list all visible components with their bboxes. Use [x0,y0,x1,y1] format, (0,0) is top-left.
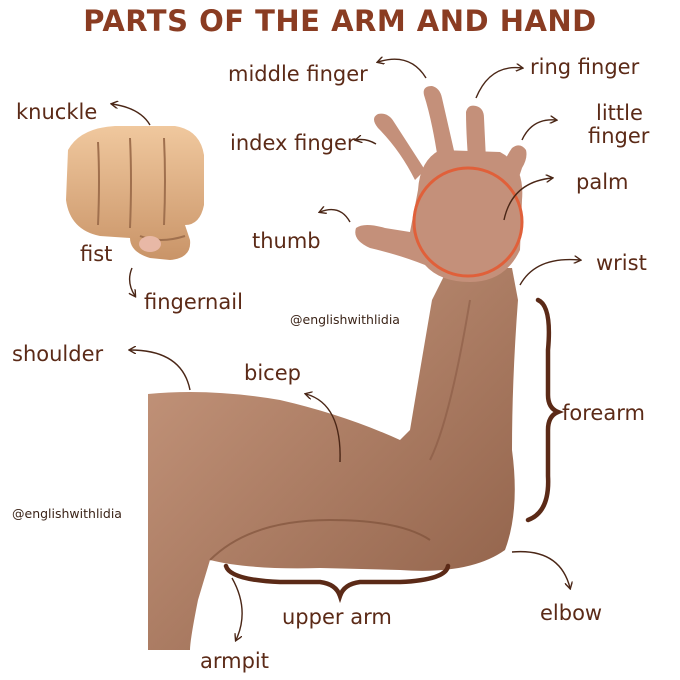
label-thumb: thumb [252,229,321,253]
hand-illustration [355,86,527,282]
label-wrist: wrist [596,251,647,275]
label-ring-finger: ring finger [530,55,640,79]
label-little-finger-line2: finger [588,124,650,148]
label-upper-arm: upper arm [282,605,392,629]
fingernail-arrow [130,267,135,296]
pointer-arrows [112,59,580,640]
middle-finger-arrow [378,59,427,79]
page-title: PARTS OF THE ARM AND HAND [83,4,597,38]
armpit-arrow [231,577,243,640]
label-shoulder: shoulder [12,342,104,366]
label-index-finger: index finger [230,131,356,155]
label-little-finger-line1: little [596,101,643,125]
palm-circle [412,166,524,278]
thumb-arrow [320,210,351,223]
label-middle-finger: middle finger [228,62,368,86]
fist-illustration [66,126,204,260]
forearm-brace [525,297,565,523]
label-fingernail: fingernail [144,290,243,314]
arm-illustration [148,268,518,650]
watermark-left: @englishwithlidia [12,506,122,521]
palm-arrow [503,178,552,221]
label-palm: palm [576,170,629,194]
wrist-arrow [519,260,580,286]
little-finger-arrow [521,120,556,141]
ring-finger-arrow [475,68,522,99]
bicep-arrow [306,394,341,463]
label-armpit: armpit [200,649,269,673]
watermark-top: @englishwithlidia [290,312,400,327]
knuckle-arrow [112,104,151,126]
label-elbow: elbow [540,601,603,625]
label-forearm: forearm [562,401,645,425]
upper-arm-brace [223,563,451,604]
elbow-arrow [511,550,570,588]
label-fist: fist [80,242,113,266]
index-finger-arrow [356,140,377,145]
shoulder-arrow [130,350,191,391]
label-knuckle: knuckle [16,100,98,124]
label-bicep: bicep [244,361,301,385]
